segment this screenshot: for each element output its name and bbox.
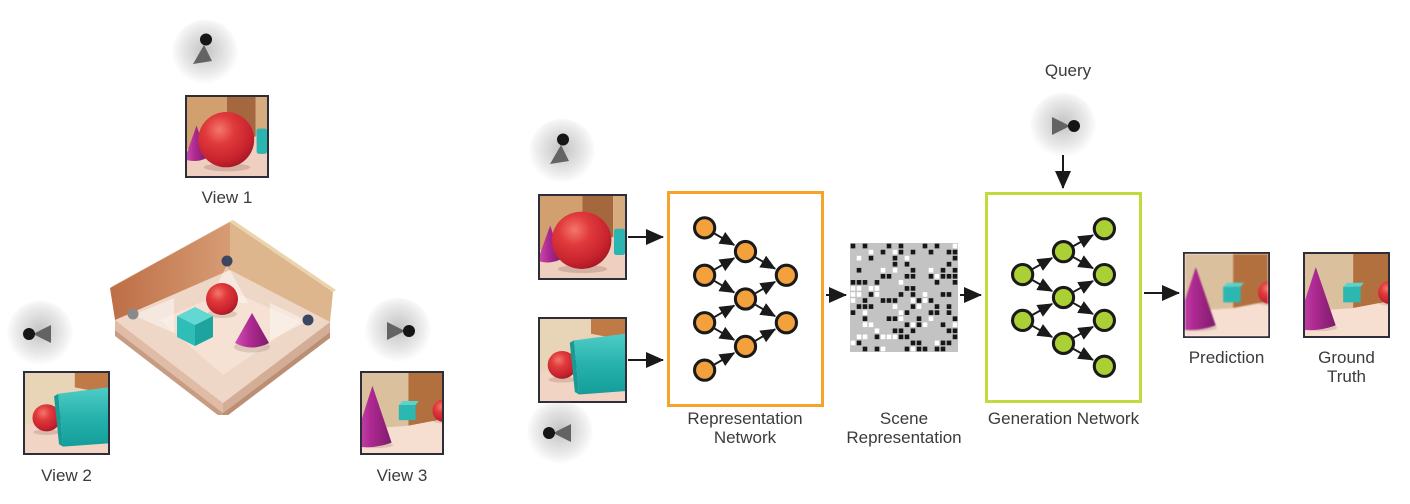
ground-truth-label: Ground Truth: [1318, 348, 1375, 386]
view3-image: [360, 371, 444, 455]
generation-network-label: Generation Network: [987, 409, 1140, 428]
camera-input-bottom-icon: [543, 424, 571, 442]
camera-query-icon: [1052, 117, 1080, 135]
camera-input-top-icon: [550, 133, 569, 164]
query-label: Query: [1044, 61, 1092, 80]
scene-representation-label: Scene Representation: [846, 409, 962, 447]
input-view1-image: [538, 194, 627, 280]
view2-image: [23, 371, 110, 455]
prediction-label: Prediction: [1188, 348, 1265, 367]
view3-label: View 3: [376, 466, 428, 485]
generation-network-box: [985, 192, 1142, 403]
prediction-image: [1183, 252, 1270, 338]
representation-network-box: [667, 191, 824, 407]
camera-view1-icon: [193, 33, 212, 64]
camera-view2-icon: [23, 325, 51, 343]
representation-network-label: Representation Network: [687, 409, 803, 447]
scene-3d-room: [110, 220, 336, 415]
view1-image: [185, 95, 269, 178]
camera-view3-icon: [387, 322, 415, 340]
ground-truth-image: [1303, 252, 1390, 338]
view2-label: View 2: [41, 466, 92, 485]
scene-representation-grid: [850, 243, 958, 352]
view1-label: View 1: [201, 188, 253, 207]
input-view2-image: [538, 317, 627, 403]
